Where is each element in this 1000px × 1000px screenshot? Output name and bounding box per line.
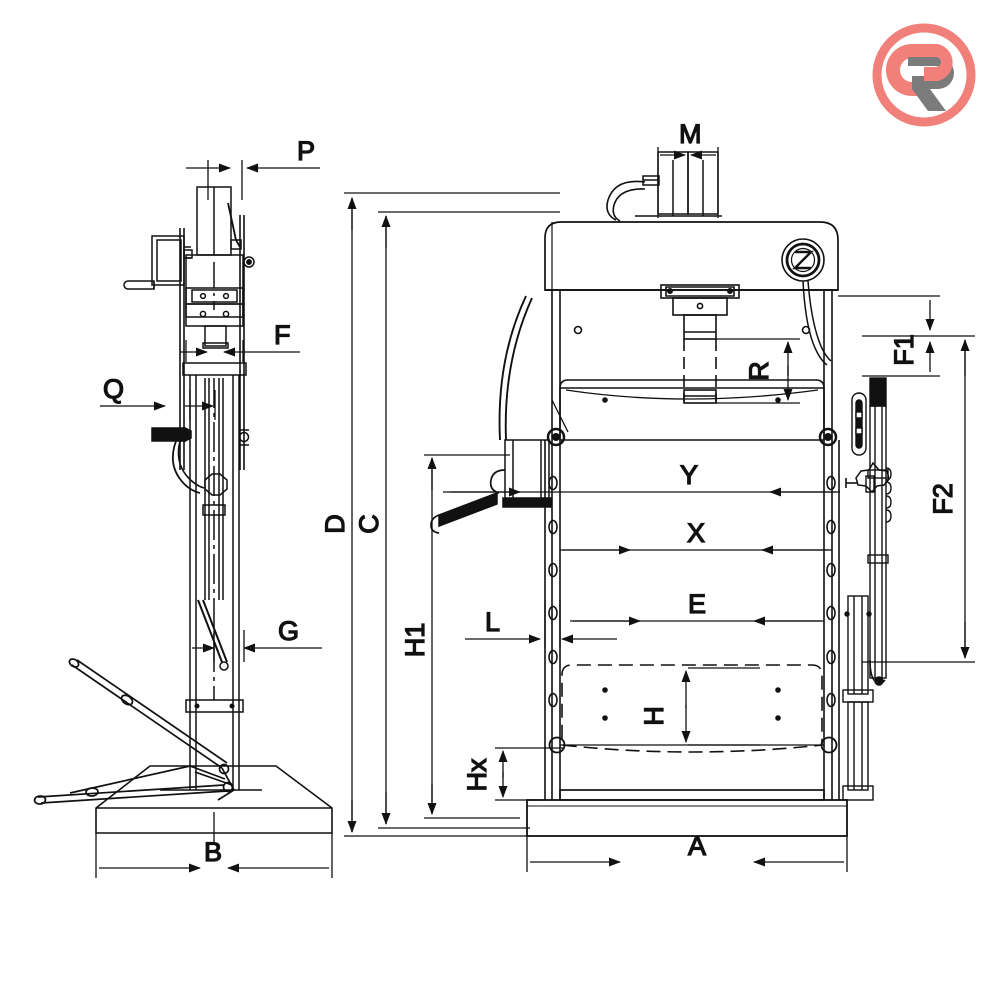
dimension-A: A (526, 830, 848, 872)
side-view-group (33, 186, 333, 834)
dimension-H: H (638, 667, 760, 746)
pressure-gauge (781, 238, 832, 366)
press-ram (660, 284, 740, 404)
dimension-label-C: C (354, 514, 384, 534)
dimension-label-M: M (679, 119, 702, 149)
dimension-P: P (186, 135, 320, 200)
dimension-label-A: A (688, 831, 706, 861)
dimension-label-G: G (278, 616, 299, 646)
dimension-label-X: X (687, 518, 705, 548)
dimension-F: F (180, 319, 300, 362)
dimension-H1: H1 (399, 454, 520, 819)
dimension-G: G (192, 615, 322, 662)
dimension-F2: F2 (862, 335, 975, 663)
dimension-label-D: D (320, 514, 350, 534)
dimension-X: X (560, 517, 832, 555)
dimension-label-Q: Q (103, 374, 124, 404)
dimension-label-E: E (688, 589, 706, 619)
front-view-dimensions: M D C H1 (319, 118, 975, 872)
dimension-label-Hx: Hx (462, 758, 492, 791)
dimension-label-L: L (485, 607, 500, 637)
front-press-head (544, 221, 839, 291)
dimension-label-F: F (274, 320, 291, 350)
dimension-label-B: B (204, 837, 222, 867)
base-plate (526, 799, 848, 837)
dimension-D: D (319, 192, 560, 837)
dimension-label-Y: Y (680, 460, 698, 490)
dimension-C: C (353, 211, 560, 829)
dimension-Y: Y (443, 459, 840, 497)
dimension-R: R (716, 338, 800, 404)
dimension-Hx: Hx (461, 747, 563, 801)
dimension-E: E (570, 588, 824, 626)
cr-monogram-logo (872, 23, 976, 127)
dimension-L: L (465, 600, 617, 648)
dimension-B: B (95, 812, 333, 878)
dimension-label-H1: H1 (400, 623, 430, 658)
side-ram-plate (185, 287, 244, 349)
side-view-dimensions: P F Q G (95, 135, 333, 878)
hydraulic-cylinder (842, 377, 892, 801)
dimension-label-F2: F2 (928, 483, 958, 515)
dimension-F1: F1 (838, 295, 940, 377)
dimension-label-R: R (744, 361, 774, 381)
dimension-M: M (657, 118, 719, 218)
dimension-label-F1: F1 (889, 334, 919, 366)
side-cylinder-assembly (123, 186, 255, 470)
dimension-Q: Q (100, 373, 216, 420)
dimension-label-P: P (297, 136, 315, 166)
dimension-label-H: H (639, 706, 669, 726)
front-view-group (430, 151, 892, 837)
hand-pump-lever (430, 295, 552, 534)
foot-pedal-lever (33, 658, 236, 805)
